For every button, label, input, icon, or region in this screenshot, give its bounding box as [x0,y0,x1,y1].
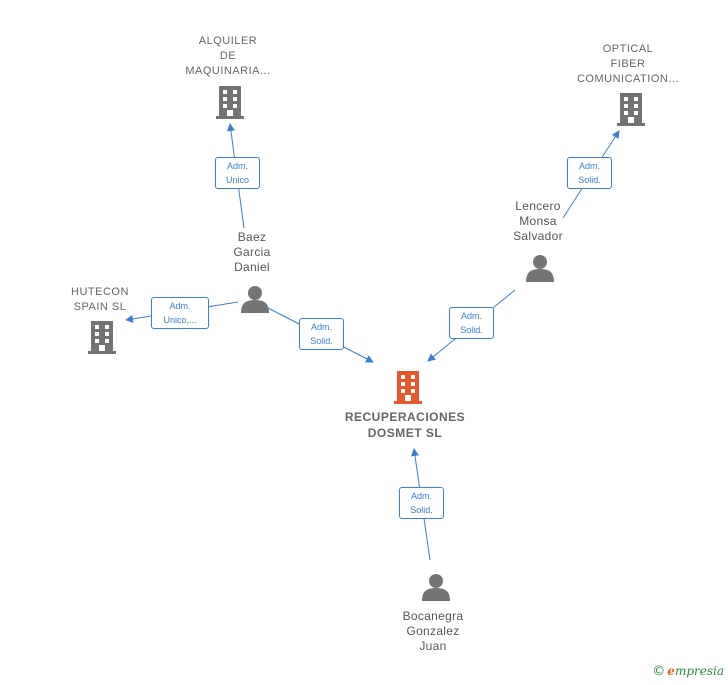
edge-label-baez-main[interactable]: Adm. Solid. [299,318,344,350]
company-label-main[interactable]: RECUPERACIONES DOSMET SL [344,410,466,440]
person-label-bocanegra[interactable]: Bocanegra Gonzalez Juan [402,609,464,653]
copyright-icon: © [652,664,666,679]
edge-label-bocanegra-main[interactable]: Adm. Solid. [399,487,444,519]
edge-label-baez-hutecon[interactable]: Adm. Unico,... [151,297,209,329]
person-label-lencero[interactable]: Lencero Monsa Salvador [513,199,563,243]
empresia-logo: ©empresia [652,664,724,679]
company-label-optical[interactable]: OPTICAL FIBER COMUNICATION... [576,43,679,85]
person-icon [422,574,450,601]
building-icon [88,321,116,354]
building-icon [394,371,422,404]
company-label-hutecon[interactable]: HUTECON SPAIN SL [71,286,129,313]
person-icon [241,286,269,313]
edge-label-lencero-optical[interactable]: Adm. Solid. [567,157,612,189]
edge-label-lencero-main[interactable]: Adm. Solid. [449,307,494,339]
person-label-baez[interactable]: Baez Garcia Daniel [233,230,271,274]
building-icon [216,86,244,119]
building-icon [617,93,645,126]
edge-label-baez-alquiler[interactable]: Adm. Unico [215,157,260,189]
company-label-alquiler[interactable]: ALQUILER DE MAQUINARIA... [185,35,271,77]
person-icon [526,255,554,282]
